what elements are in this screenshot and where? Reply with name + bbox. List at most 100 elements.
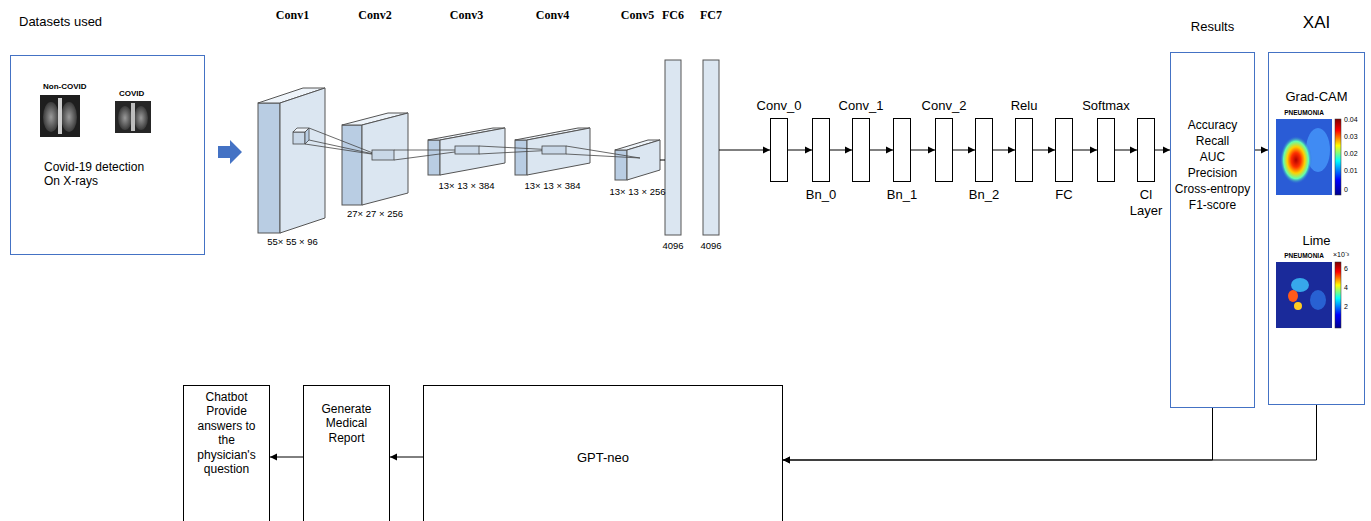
layer-name: Conv2 (358, 8, 391, 22)
connector (660, 160, 665, 161)
conv-layer: Conv313× 13 × 384 (428, 8, 505, 253)
connector (911, 147, 935, 154)
layer-block: Bn_2 (975, 118, 993, 182)
connector (1073, 147, 1097, 154)
connector (788, 147, 812, 154)
box-text: Generate Medical Report (314, 402, 380, 445)
layer-block: FC (1055, 118, 1073, 182)
connector (270, 454, 303, 461)
layer-label: Softmax (1082, 98, 1130, 114)
colorbar-tick: 6 (1344, 265, 1348, 273)
metric: Precision (1188, 166, 1237, 180)
layer-block: Conv_1 (852, 118, 870, 182)
xray-image (131, 103, 135, 131)
lime-heatmap (1288, 290, 1298, 302)
xray-image (58, 98, 62, 134)
lime-heatmap (1294, 302, 1302, 310)
connector (783, 405, 1317, 464)
conv-layer-block (515, 140, 527, 175)
connector (783, 408, 1213, 464)
layer-label: Bn_0 (806, 187, 836, 203)
layer-name: Conv4 (536, 8, 569, 22)
layer-label: Conv_0 (757, 98, 802, 114)
colorbar-tick: 4 (1344, 284, 1348, 292)
kernel-projection (305, 144, 378, 155)
arrowhead (783, 457, 790, 464)
layer-label: Cl Layer (1128, 187, 1164, 218)
colorbar-tick: 2 (1344, 303, 1348, 311)
conv-layer: Conv2 27× 27 × 256 (342, 8, 408, 253)
colorbar-tick: 0.02 (1344, 150, 1358, 158)
arrowhead (845, 147, 852, 154)
conv-layer: Conv155× 55 × 96 (258, 8, 327, 253)
section-heading: XAI (1303, 13, 1330, 33)
conv-layer-block (258, 103, 280, 233)
layer-block: Bn_1 (893, 118, 911, 182)
metric: AUC (1200, 150, 1225, 164)
layer-block: Relu (1015, 118, 1033, 182)
conv-layer-block (440, 128, 505, 175)
arrowhead (783, 457, 790, 464)
gradcam-heatmap (1276, 119, 1332, 195)
layer-size: 4096 (662, 240, 683, 251)
flow-arrow (218, 140, 242, 164)
arrowhead (1008, 147, 1015, 154)
kernel-projection (566, 154, 640, 158)
connector (953, 147, 975, 154)
fc-layer: FC74096 (703, 8, 719, 253)
metric: Cross-entropy (1175, 182, 1250, 196)
layer-dimension: 27× 27 × 256 (347, 208, 403, 219)
conv-layer-block (627, 140, 660, 180)
layer-label: Bn_1 (887, 187, 917, 203)
lime-heatmap (1291, 278, 1309, 292)
arrowhead (270, 454, 277, 461)
xray-image (61, 102, 77, 132)
colorbar-scale: ×10⁻³ (1333, 251, 1349, 259)
connector-line (660, 160, 665, 161)
colorbar-tick: 0.03 (1344, 133, 1358, 141)
connector (1033, 147, 1055, 154)
method-name: Lime (1302, 233, 1330, 249)
kernel-projection (309, 128, 378, 155)
conv-layer-block (342, 125, 362, 205)
fc-layer: FC64096 (665, 8, 681, 253)
conv-layer-block (527, 128, 590, 175)
arrowhead (390, 454, 397, 461)
arrowhead (805, 147, 812, 154)
layer-dimension: 55× 55 × 96 (267, 236, 318, 247)
conv-layer: Conv513× 13 × 256 (615, 8, 660, 253)
metric: Accuracy (1188, 118, 1237, 132)
xray-image (118, 106, 132, 130)
layer-dimension: 13× 13 × 256 (610, 186, 666, 197)
colorbar-tick: 0.04 (1344, 116, 1358, 124)
image-caption: PNEUMONIA (1284, 109, 1324, 116)
layer-label: Conv_1 (839, 98, 884, 114)
conv-layer-block (703, 60, 719, 235)
connector (390, 454, 423, 461)
section-heading: Results (1191, 19, 1234, 35)
xai-box: XAIGrad-CAMLime (1268, 52, 1365, 405)
layer-label: Bn_2 (969, 187, 999, 203)
process-box: GPT-neo (423, 385, 783, 521)
xray-image (43, 102, 59, 132)
dataset-box: Datasets usedCovid-19 detection On X-ray… (10, 55, 205, 255)
layer-block: Bn_0 (812, 118, 830, 182)
box-text: GPT-neo (577, 450, 629, 466)
layer-label: Conv_2 (922, 98, 967, 114)
connector (870, 147, 893, 154)
box-text: Chatbot Provide answers to the physician… (192, 390, 262, 476)
kernel-projection (542, 146, 566, 154)
results-box: ResultsAccuracyRecallAUCPrecisionCross-e… (1170, 52, 1255, 408)
arrowhead (1090, 147, 1097, 154)
layer-name: Conv3 (450, 8, 483, 22)
arrowhead (1163, 147, 1170, 154)
metric: Recall (1196, 134, 1229, 148)
lime-heatmap (1276, 262, 1341, 328)
layer-label: Relu (1011, 98, 1038, 114)
conv-layer-block (258, 60, 719, 235)
gradcam-heatmap (1280, 136, 1312, 184)
kernel-projection (455, 146, 479, 154)
arrowhead (1130, 147, 1137, 154)
layer-block: Conv_0 (770, 118, 788, 182)
